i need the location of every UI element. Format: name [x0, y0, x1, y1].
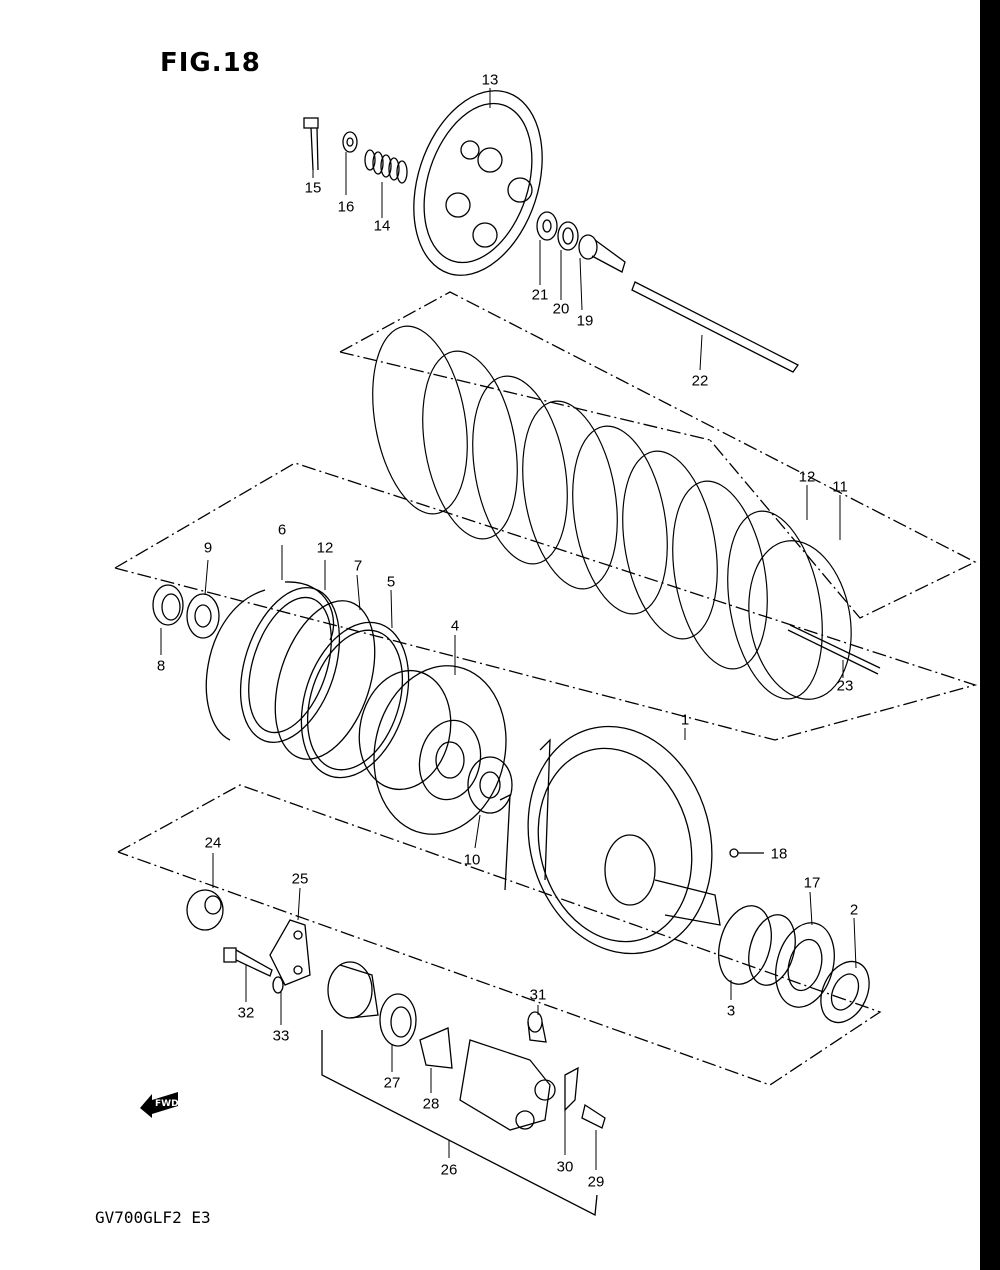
- callout-29: 29: [587, 1173, 605, 1191]
- plate-part-30: [564, 1066, 579, 1112]
- group-box-release: [321, 1030, 598, 1217]
- callout-9: 9: [203, 539, 213, 557]
- group-box-clutch-plates: [339, 291, 977, 619]
- callout-1: 1: [680, 711, 690, 729]
- callout-3: 3: [726, 1002, 736, 1020]
- callout-12-lower: 12: [316, 539, 334, 557]
- pressure-plate-part-13: [413, 90, 543, 276]
- callout-12-upper: 12: [798, 468, 816, 486]
- lock-washer-part-9: [186, 593, 220, 639]
- clutch-plate-stack: [372, 325, 852, 700]
- rod-part-23: [787, 624, 881, 675]
- leader-lines: [160, 88, 857, 1170]
- washer-part-10: [467, 756, 513, 814]
- callout-15: 15: [304, 179, 322, 197]
- callout-22: 22: [691, 372, 709, 390]
- callout-32: 32: [237, 1004, 255, 1022]
- callout-33: 33: [272, 1027, 290, 1045]
- callout-2: 2: [849, 901, 859, 919]
- needle-bearing-part-3: [718, 905, 796, 986]
- callout-11: 11: [832, 478, 848, 496]
- callout-5: 5: [386, 573, 396, 591]
- bolt-part-15: [303, 117, 319, 171]
- cushion-part-24: [186, 889, 224, 931]
- callout-14: 14: [373, 217, 391, 235]
- group-box-basket: [117, 784, 882, 1086]
- callout-24: 24: [204, 834, 222, 852]
- callout-7: 7: [353, 557, 363, 575]
- push-rod-part-22: [631, 281, 799, 373]
- bracket-part-25: [269, 919, 311, 986]
- pin-part-18: [729, 848, 764, 858]
- callout-17: 17: [803, 874, 821, 892]
- callout-21: 21: [531, 286, 549, 304]
- clutch-hub-part-4: [358, 665, 507, 835]
- plate-part-12: [239, 587, 341, 743]
- bearing-part-20: [557, 221, 579, 251]
- spring-part-14: [364, 149, 408, 184]
- callout-23: 23: [836, 677, 854, 695]
- callout-10: 10: [463, 851, 481, 869]
- callout-13: 13: [481, 71, 499, 89]
- washer-part-33: [272, 976, 284, 994]
- fwd-arrow-icon: FWD: [140, 1092, 179, 1118]
- oil-seal-part-27: [379, 993, 417, 1047]
- fwd-label: FWD: [155, 1099, 179, 1109]
- figure-title: FIG.18: [160, 48, 261, 78]
- washer-part-16: [342, 131, 358, 153]
- ring-part-5: [300, 621, 410, 779]
- callout-18: 18: [770, 845, 788, 863]
- boot-part-28: [419, 1027, 453, 1069]
- push-piece-part-19: [578, 234, 626, 273]
- callout-30: 30: [556, 1158, 574, 1176]
- seat-part-7: [274, 600, 376, 760]
- callout-16: 16: [337, 198, 355, 216]
- callout-25: 25: [291, 870, 309, 888]
- callout-27: 27: [383, 1074, 401, 1092]
- callout-4: 4: [450, 617, 460, 635]
- model-code: GV700GLF2 E3: [95, 1208, 211, 1227]
- washer-part-21: [536, 211, 558, 241]
- release-cylinder-body: [327, 961, 379, 1019]
- clutch-housing-part-1: [499, 725, 721, 955]
- callout-28: 28: [422, 1095, 440, 1113]
- scan-edge-strip: [980, 0, 1000, 1270]
- washer-part-2: [820, 960, 870, 1024]
- release-body-part-26: [459, 1039, 556, 1131]
- callout-8: 8: [156, 657, 166, 675]
- callout-19: 19: [576, 312, 594, 330]
- group-box-hub: [114, 462, 978, 741]
- nut-part-8: [152, 584, 184, 626]
- callout-20: 20: [552, 300, 570, 318]
- callout-31: 31: [529, 986, 547, 1004]
- wire-ring-part-6: [205, 581, 335, 741]
- callout-26: 26: [440, 1161, 458, 1179]
- bolt-part-32: [223, 947, 273, 977]
- callout-6: 6: [277, 521, 287, 539]
- bleeder-part-29: [581, 1103, 606, 1129]
- cap-part-31: [527, 1011, 547, 1043]
